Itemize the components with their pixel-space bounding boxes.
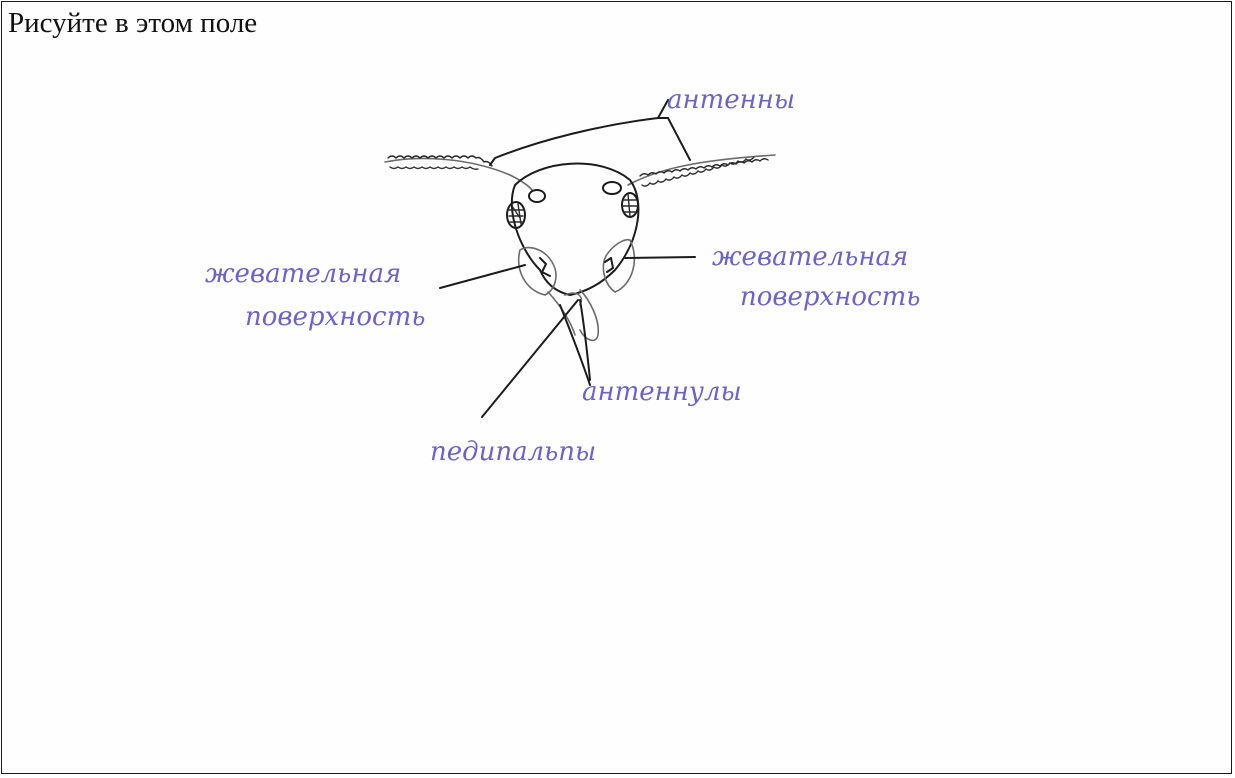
label-chewing-left-line2: поверхность — [245, 302, 425, 332]
left-antenna — [385, 156, 532, 190]
label-chewing-right-line2: поверхность — [740, 282, 920, 312]
mouthparts — [519, 240, 635, 341]
label-chewing-left-line1: жевательная — [205, 259, 401, 289]
label-antennules: антеннулы — [582, 377, 742, 407]
label-pedipalps: педипальпы — [430, 437, 596, 467]
label-chewing-right-line1: жевательная — [712, 242, 908, 272]
antennae-pointer — [490, 100, 690, 165]
head-outline — [507, 164, 638, 295]
label-antennae: антенны — [667, 85, 795, 115]
right-antenna — [628, 155, 775, 186]
